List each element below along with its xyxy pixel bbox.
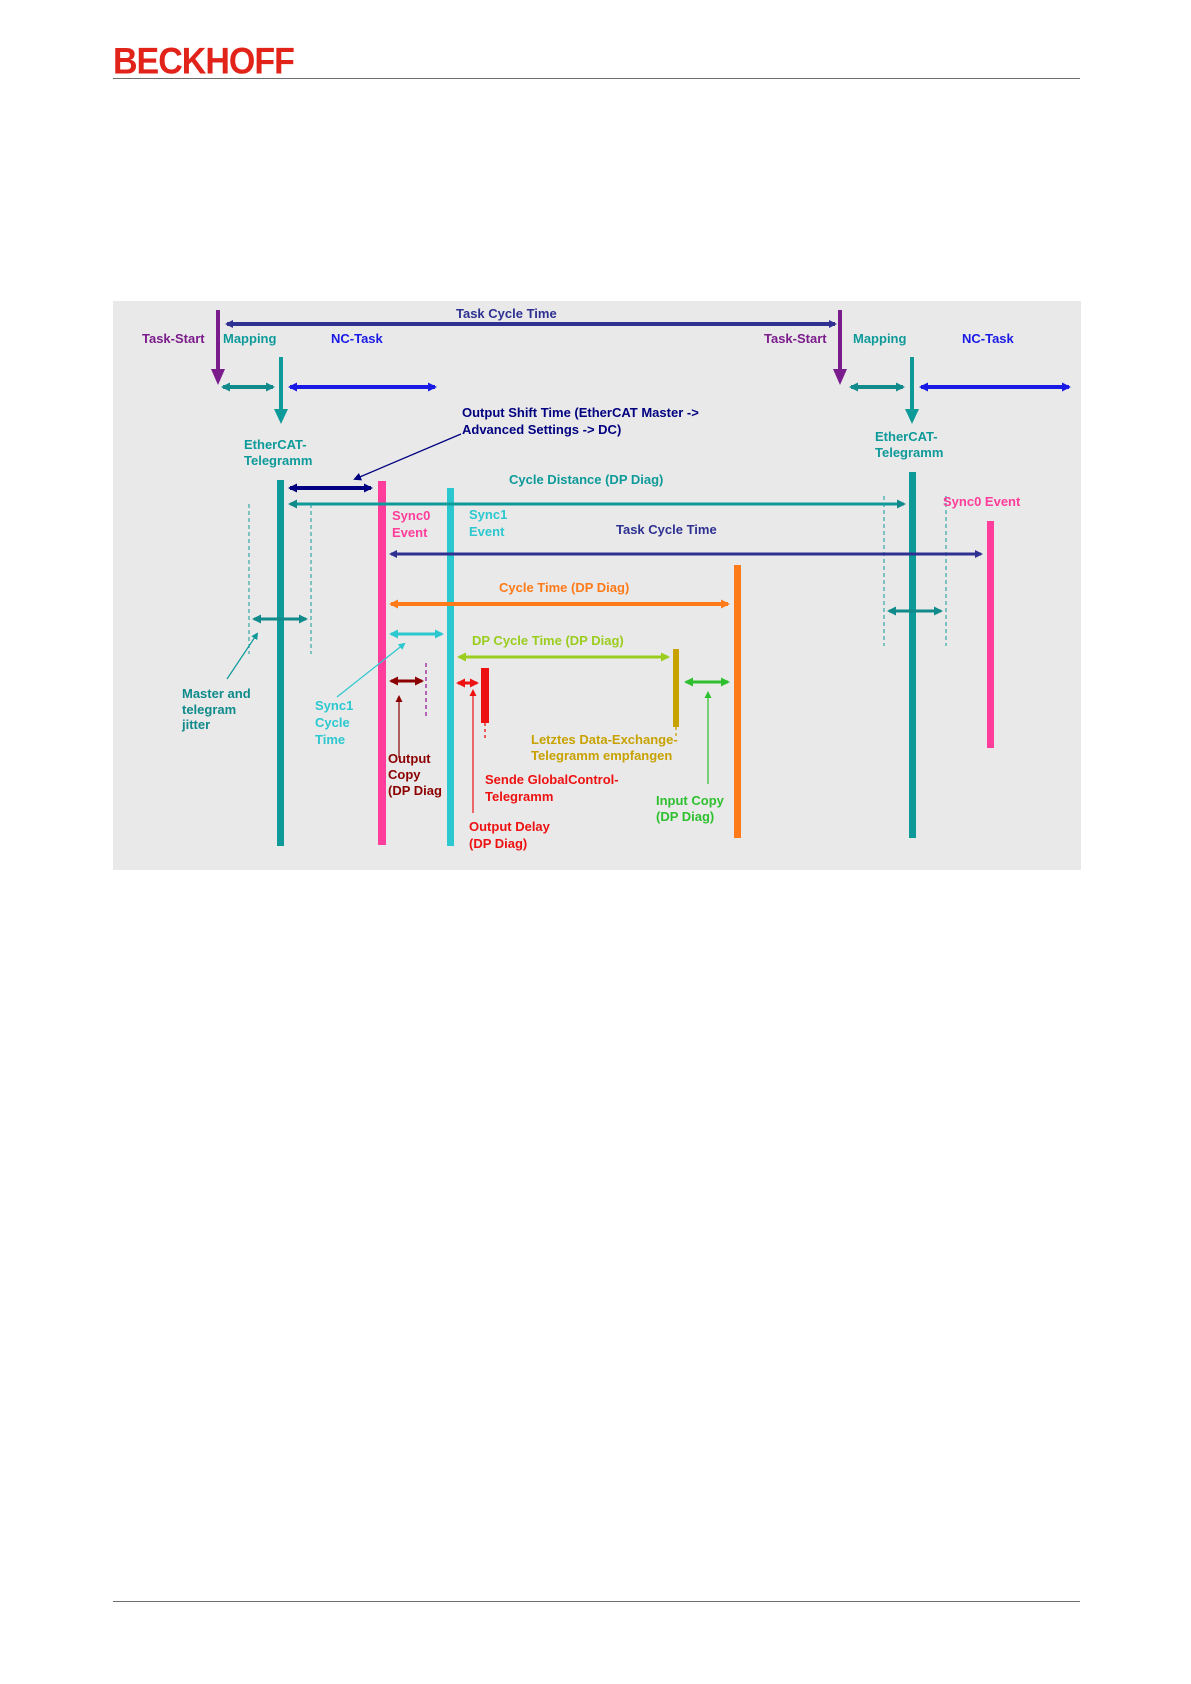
cycle-end-bar — [734, 565, 741, 838]
label-sync1-cycle-b: Cycle — [315, 715, 350, 730]
sync0-right-bar — [987, 521, 994, 748]
header-rule — [113, 78, 1080, 79]
footer-rule — [113, 1601, 1080, 1602]
label-sync1-cycle-c: Time — [315, 732, 345, 747]
label-jitter-c: jitter — [181, 717, 210, 732]
label-jitter-b: telegram — [182, 702, 236, 717]
task-start-2-arrowhead — [833, 369, 847, 385]
global-control-bar — [481, 668, 489, 723]
label-task-start-2: Task-Start — [764, 331, 827, 346]
sync0-bar — [378, 481, 386, 845]
label-cycle-time: Cycle Time (DP Diag) — [499, 580, 629, 595]
label-task-cycle-top: Task Cycle Time — [456, 306, 557, 321]
label-input-copy-b: (DP Diag) — [656, 809, 714, 824]
label-sync0-event-right: Sync0 Event — [943, 494, 1021, 509]
label-mapping-2: Mapping — [853, 331, 906, 346]
label-sync1-b: Event — [469, 524, 505, 539]
label-output-delay-b: (DP Diag) — [469, 836, 527, 851]
label-output-delay-a: Output Delay — [469, 819, 551, 834]
label-ethercat-2-b: Telegramm — [875, 445, 943, 460]
ethercat-2-arrowhead — [905, 409, 919, 424]
ethercat-1-arrowhead — [274, 409, 288, 424]
task-start-1-arrowhead — [211, 369, 225, 385]
label-sync0-a: Sync0 — [392, 508, 430, 523]
label-dp-cycle-time: DP Cycle Time (DP Diag) — [472, 633, 624, 648]
sync1-cycle-leader — [336, 642, 406, 698]
label-input-copy-a: Input Copy — [656, 793, 725, 808]
label-output-copy-c: (DP Diag — [388, 783, 442, 798]
label-output-shift-2: Advanced Settings -> DC) — [462, 422, 621, 437]
label-output-copy-b: Copy — [388, 767, 421, 782]
ethercat-2-bar — [909, 472, 916, 838]
label-task-start-1: Task-Start — [142, 331, 205, 346]
label-letztes-a: Letztes Data-Exchange- — [531, 732, 678, 747]
sync1-bar — [447, 488, 454, 846]
label-output-shift-1: Output Shift Time (EtherCAT Master -> — [462, 405, 699, 420]
output-shift-leader — [353, 433, 462, 481]
label-nc-task-1: NC-Task — [331, 331, 384, 346]
label-output-copy-a: Output — [388, 751, 431, 766]
label-ethercat-1-a: EtherCAT- — [244, 437, 307, 452]
ethercat-1-bar — [277, 480, 284, 846]
label-mapping-1: Mapping — [223, 331, 276, 346]
label-sende-b: Telegramm — [485, 789, 553, 804]
label-cycle-distance: Cycle Distance (DP Diag) — [509, 472, 663, 487]
label-sync1-a: Sync1 — [469, 507, 507, 522]
timing-diagram: Task Cycle Time Task-Start Mapping NC-Ta… — [113, 301, 1081, 870]
label-sende-a: Sende GlobalControl- — [485, 772, 619, 787]
label-task-cycle-mid: Task Cycle Time — [616, 522, 717, 537]
label-sync1-cycle-a: Sync1 — [315, 698, 353, 713]
data-exchange-bar — [673, 649, 679, 727]
beckhoff-logo: BECKHOFF — [113, 41, 295, 83]
timing-diagram-svg: Task Cycle Time Task-Start Mapping NC-Ta… — [142, 306, 1071, 851]
label-nc-task-2: NC-Task — [962, 331, 1015, 346]
label-sync0-b: Event — [392, 525, 428, 540]
label-letztes-b: Telegramm empfangen — [531, 748, 672, 763]
label-ethercat-2-a: EtherCAT- — [875, 429, 938, 444]
label-jitter-a: Master and — [182, 686, 251, 701]
label-ethercat-1-b: Telegramm — [244, 453, 312, 468]
jitter-leader — [226, 632, 259, 680]
